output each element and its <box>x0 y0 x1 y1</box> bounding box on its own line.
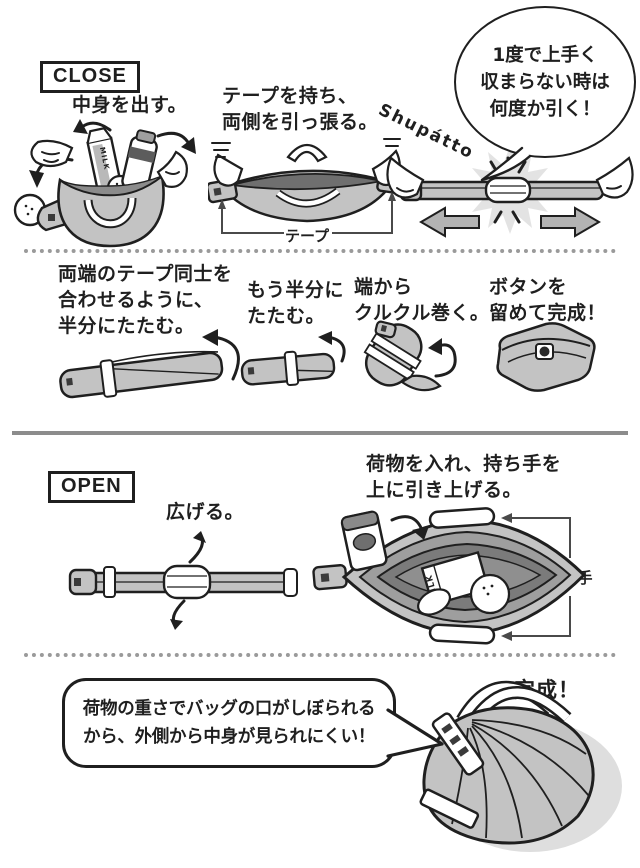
finished-pouch-illustration <box>496 322 596 392</box>
tape-band-left <box>103 566 116 598</box>
close-step2-label: テープを持ち、 両側を引っ張る。 <box>222 83 378 135</box>
finish-bubble-line2: から、外側から中身が見られにくい！ <box>82 727 376 747</box>
section-divider-solid <box>12 431 628 435</box>
finish-bubble-line1: 荷物の重さでバッグの口がしぼられる <box>82 699 376 719</box>
section-divider-dotted-2 <box>24 653 616 657</box>
finish-bubble: 荷物の重さでバッグの口がしぼられる から、外側から中身が見られにくい！ <box>62 678 396 768</box>
fold-half-illustration <box>59 329 240 399</box>
strip-center-band <box>484 176 532 204</box>
button-icon <box>539 346 550 357</box>
arrow-right-icon <box>540 206 601 238</box>
open-step2-line2: 上に引き上げる。 <box>366 479 523 501</box>
bag-handle-top <box>286 143 328 163</box>
open-step1-label: 広げる。 <box>166 501 245 523</box>
handle-top <box>428 507 496 529</box>
fold-step2-line1: もう半分に <box>247 279 344 301</box>
strip-center-band <box>162 564 212 600</box>
bag-emptying-illustration: MILK <box>13 119 196 248</box>
tip-bubble-tail <box>480 146 532 182</box>
gathered-tape-band <box>431 712 485 776</box>
open-step2-line1: 荷物を入れ、持ち手を <box>366 453 562 475</box>
tape-band <box>99 359 118 398</box>
arrow-left-icon <box>419 206 480 238</box>
strap-base <box>419 788 480 829</box>
hand-right-icon <box>156 150 188 188</box>
bag-flattening-illustration: テープ <box>208 138 406 245</box>
tape-end-icon <box>312 564 348 591</box>
finished-bag-illustration <box>419 680 622 852</box>
tape-callout-label: テープ <box>285 227 330 245</box>
close-step2-line2: 両側を引っ張る。 <box>222 111 379 133</box>
handle-bottom <box>428 623 496 645</box>
close-badge: CLOSE <box>40 61 140 93</box>
tip-bubble-line3: 何度か引く！ <box>489 98 601 120</box>
tape-band-right <box>283 568 298 597</box>
open-bag-topview-illustration: 持ち手 MILK <box>312 507 593 645</box>
fold-step1-line3: 半分にたたむ。 <box>58 315 195 337</box>
fold-step4-line1: ボタンを <box>489 276 568 298</box>
fold-step3-line2: クルクル巻く。 <box>354 302 490 324</box>
open-badge: OPEN <box>48 471 135 503</box>
tumbler-icon <box>340 510 388 572</box>
hand-left-icon <box>213 153 244 187</box>
fold-step2-label: もう半分に たたむ。 <box>247 277 344 329</box>
lemon-icon <box>417 588 451 616</box>
fold-again-illustration <box>240 331 346 387</box>
fold-step1-label: 両端のテープ同士を 合わせるように、 半分にたたむ。 <box>58 261 232 339</box>
tip-bubble: 1度で上手く 収まらない時は 何度か引く！ <box>454 6 636 158</box>
tape-band <box>283 350 300 387</box>
open-step2-label: 荷物を入れ、持ち手を 上に引き上げる。 <box>366 451 561 503</box>
tip-bubble-line1: 1度で上手く <box>492 44 598 66</box>
fold-step4-label: ボタンを 留めて完成！ <box>489 274 606 326</box>
tape-band <box>370 332 422 370</box>
hand-right-icon <box>595 156 634 199</box>
spread-open-illustration <box>68 531 298 630</box>
orange-icon <box>469 573 511 615</box>
bag-handle-front <box>276 189 340 206</box>
bag-handle-front <box>473 688 570 721</box>
section-divider-dotted-1 <box>24 249 616 253</box>
fold-step3-line1: 端から <box>354 276 413 298</box>
finish-bubble-tail <box>386 708 444 758</box>
fold-step2-line2: たたむ。 <box>247 305 326 327</box>
fold-step4-line2: 留めて完成！ <box>489 302 607 324</box>
bag-handle <box>85 197 135 227</box>
tip-bubble-line2: 収まらない時は <box>480 71 610 93</box>
close-step2-line1: テープを持ち、 <box>222 85 358 107</box>
roll-up-illustration <box>363 320 457 392</box>
strip-pulling-illustration <box>386 146 634 238</box>
fold-step1-line2: 合わせるように、 <box>58 289 214 311</box>
fold-step3-label: 端から クルクル巻く。 <box>354 274 489 326</box>
close-step1-label: 中身を出す。 <box>72 94 188 116</box>
fold-step1-line1: 両端のテープ同士を <box>58 263 233 285</box>
